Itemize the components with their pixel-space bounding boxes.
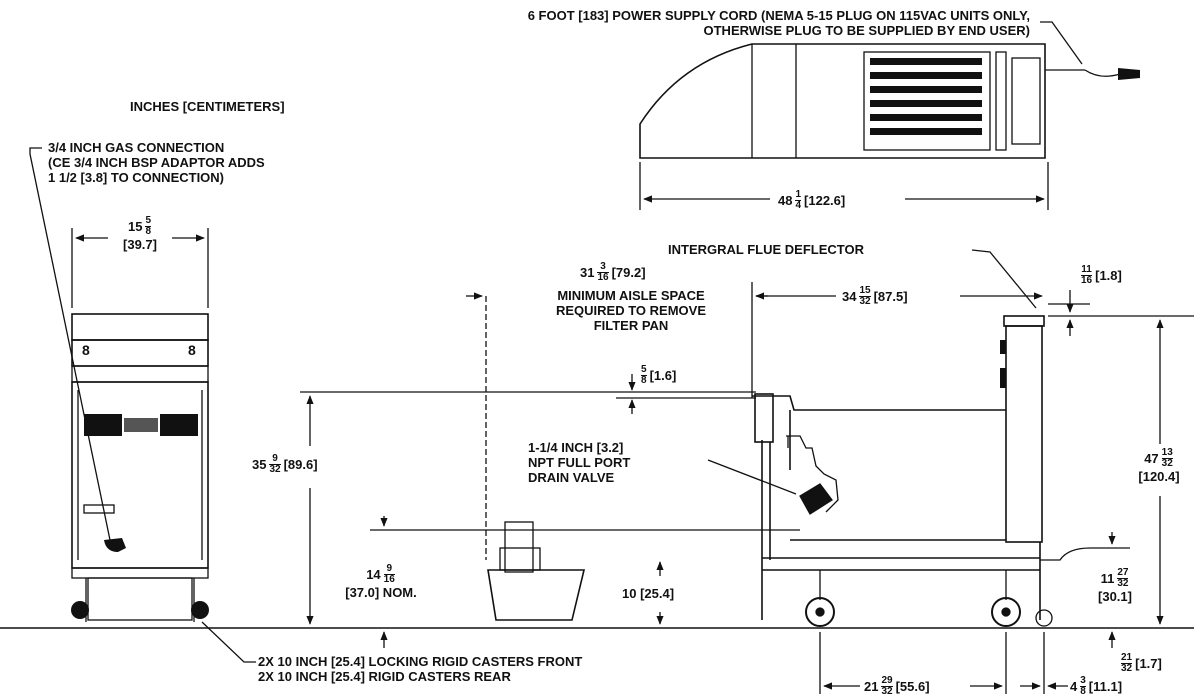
- drain-valve-callout: 1-1/4 INCH [3.2] NPT FULL PORT DRAIN VAL…: [528, 440, 631, 485]
- dim-caster: 10 [25.4]: [622, 586, 675, 601]
- side-view-casters: [805, 547, 1091, 627]
- gas-connection-callout: 3/4 INCH GAS CONNECTION (CE 3/4 INCH BSP…: [48, 140, 265, 185]
- side-view-cabinet: [752, 315, 1045, 620]
- top-view-burner-slots: [870, 58, 1140, 135]
- front-badge-left: 8: [82, 342, 90, 358]
- casters-callout: 2X 10 INCH [25.4] LOCKING RIGID CASTERS …: [258, 654, 583, 684]
- side-view-handle: [1000, 340, 1006, 388]
- front-badge-right: 8: [188, 342, 196, 358]
- aisle-space-callout: MINIMUM AISLE SPACE REQUIRED TO REMOVE F…: [555, 288, 706, 333]
- front-view-outline: [71, 313, 209, 622]
- top-view-outline: [639, 43, 1121, 159]
- side-view-drain-valve: [707, 435, 839, 515]
- power-cord-callout: 6 FOOT [183] POWER SUPPLY CORD (NEMA 5-1…: [527, 8, 1030, 38]
- units-note: INCHES [CENTIMETERS]: [130, 99, 285, 114]
- flue-deflector-callout: INTERGRAL FLUE DEFLECTOR: [668, 242, 864, 257]
- filter-pan: [487, 521, 586, 621]
- front-view-controller: [71, 414, 209, 619]
